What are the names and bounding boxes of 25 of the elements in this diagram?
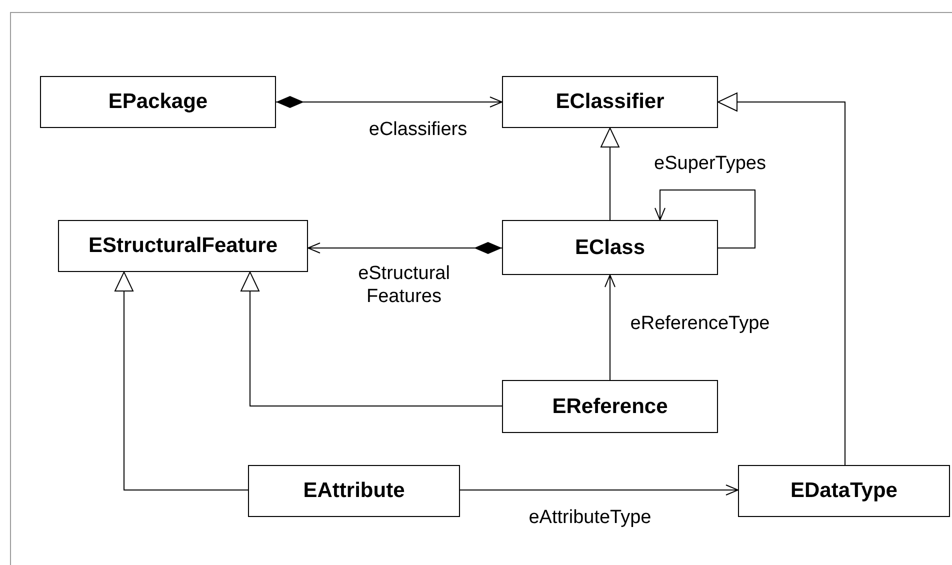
class-box — [738, 465, 950, 517]
class-box — [248, 465, 460, 517]
connector — [600, 128, 620, 220]
connector — [718, 92, 846, 466]
class-name: EDataType — [790, 478, 898, 504]
edge-label: eReferenceType — [630, 312, 770, 335]
connector — [240, 272, 502, 406]
edge-label: eAttributeType — [528, 506, 652, 529]
connector — [604, 274, 616, 380]
class-box — [502, 380, 718, 433]
class-name: EAttribute — [303, 478, 405, 504]
connector — [460, 484, 738, 496]
connector — [654, 190, 756, 248]
class-name: EReference — [552, 394, 668, 420]
class-name: EClass — [574, 234, 646, 261]
class-name: EClassifier — [556, 89, 664, 116]
class-name: EStructuralFeature — [88, 233, 278, 260]
class-box — [502, 76, 718, 128]
class-box — [40, 76, 276, 128]
class-box — [502, 220, 718, 275]
class-name: EPackage — [108, 89, 208, 116]
connector — [114, 272, 248, 490]
class-box — [58, 220, 308, 272]
connector — [276, 96, 502, 108]
connector — [308, 242, 502, 254]
